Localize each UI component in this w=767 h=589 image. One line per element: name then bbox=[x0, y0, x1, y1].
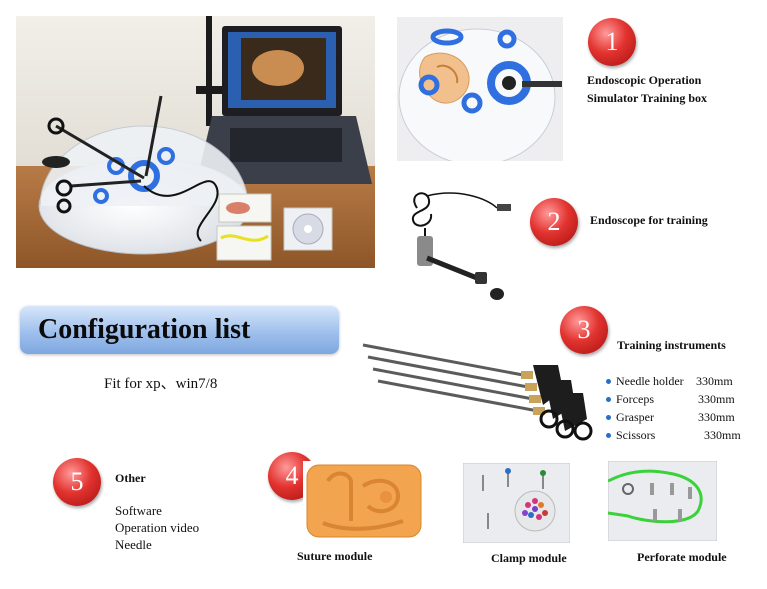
badge-2: 2 bbox=[530, 198, 578, 246]
bullet-icon bbox=[606, 415, 611, 420]
perforate-module-label: Perforate module bbox=[637, 550, 727, 564]
item-3-title: Training instruments bbox=[617, 338, 726, 352]
instrument-row: Grasper 330mm bbox=[606, 410, 735, 425]
item-5-title: Other bbox=[115, 471, 146, 485]
suture-module-label: Suture module bbox=[297, 549, 373, 563]
bullet-icon bbox=[606, 433, 611, 438]
other-list-item: Needle bbox=[115, 537, 152, 552]
other-list-item: Operation video bbox=[115, 520, 200, 535]
perforate-module-photo bbox=[608, 461, 717, 541]
configuration-list-title: Configuration list bbox=[38, 314, 251, 345]
instrument-name: Grasper bbox=[616, 410, 654, 424]
badge-3: 3 bbox=[560, 306, 608, 354]
bullet-icon bbox=[606, 397, 611, 402]
instrument-row: Forceps 330mm bbox=[606, 392, 735, 407]
instrument-size: 330mm bbox=[696, 374, 733, 388]
instrument-size: 330mm bbox=[704, 428, 741, 442]
instrument-name: Forceps bbox=[616, 392, 654, 406]
other-list-item: Software bbox=[115, 503, 162, 518]
badge-1: 1 bbox=[588, 18, 636, 66]
item-1-title-line2: Simulator Training box bbox=[587, 91, 708, 105]
badge-5: 5 bbox=[53, 458, 101, 506]
instrument-name: Scissors bbox=[616, 428, 656, 442]
clamp-module-label: Clamp module bbox=[491, 551, 567, 565]
instrument-size: 330mm bbox=[698, 392, 735, 406]
training-box-photo bbox=[397, 17, 563, 161]
suture-module-photo bbox=[303, 461, 425, 541]
instrument-size: 330mm bbox=[698, 410, 735, 424]
configuration-list-banner bbox=[20, 306, 339, 354]
item-2-title: Endoscope for training bbox=[590, 213, 708, 227]
main-simulator-photo bbox=[16, 16, 375, 268]
instruments-photo bbox=[353, 335, 601, 445]
item-1-title-line1: Endoscopic Operation bbox=[587, 73, 702, 87]
endoscope-photo bbox=[397, 188, 542, 306]
instrument-row: Scissors 330mm bbox=[606, 428, 741, 443]
clamp-module-photo bbox=[463, 463, 570, 543]
instrument-row: Needle holder 330mm bbox=[606, 374, 733, 389]
instrument-name: Needle holder bbox=[616, 374, 684, 388]
compatibility-text: Fit for xp、win7/8 bbox=[104, 376, 218, 392]
bullet-icon bbox=[606, 379, 611, 384]
